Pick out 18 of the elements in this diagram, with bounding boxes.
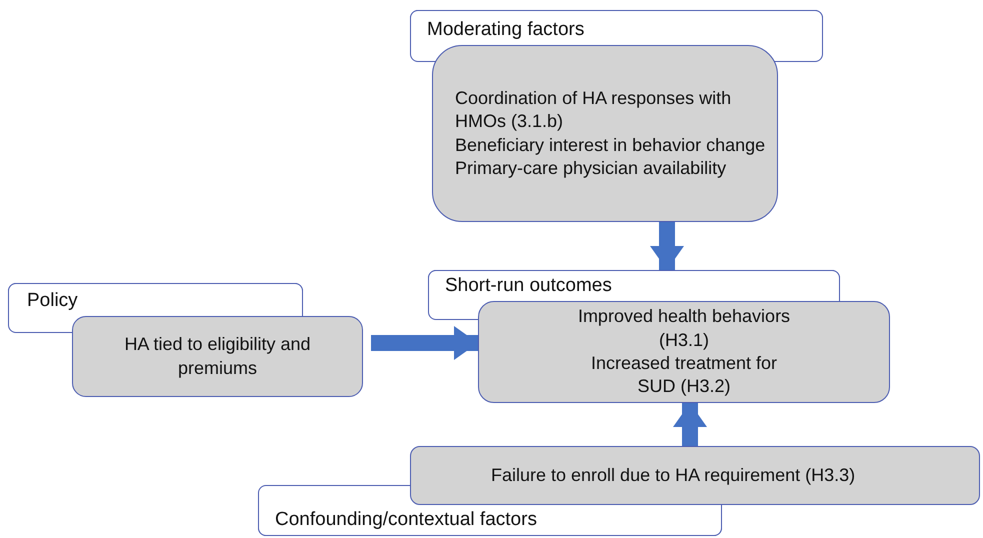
group-heading: Policy: [27, 290, 79, 312]
group-heading: Confounding/contextual factors: [275, 509, 538, 531]
block-arrow: [371, 326, 478, 360]
box-text: Failure to enroll due to HA requirement (H3.3): [491, 464, 856, 487]
box-text: Increased treatment for SUD (H3.2): [590, 352, 778, 398]
rounded-box: [72, 316, 363, 397]
box-text: HA tied to eligibility and premiums: [123, 333, 312, 380]
block-arrow: [673, 403, 707, 446]
box-text: Improved health behaviors (H3.1): [576, 305, 792, 352]
box-text: Beneficiary interest in behavior change: [455, 134, 766, 157]
block-arrow: [650, 222, 684, 270]
rounded-box: [478, 301, 890, 403]
rounded-box: [432, 45, 778, 222]
box-text: Primary-care physician availability: [455, 156, 728, 180]
group-heading: Moderating factors: [427, 19, 586, 41]
group-heading: Short-run outcomes: [445, 275, 613, 297]
rounded-box: [410, 446, 980, 505]
box-text: Coordination of HA responses with HMOs (3.1.b): [455, 86, 732, 134]
